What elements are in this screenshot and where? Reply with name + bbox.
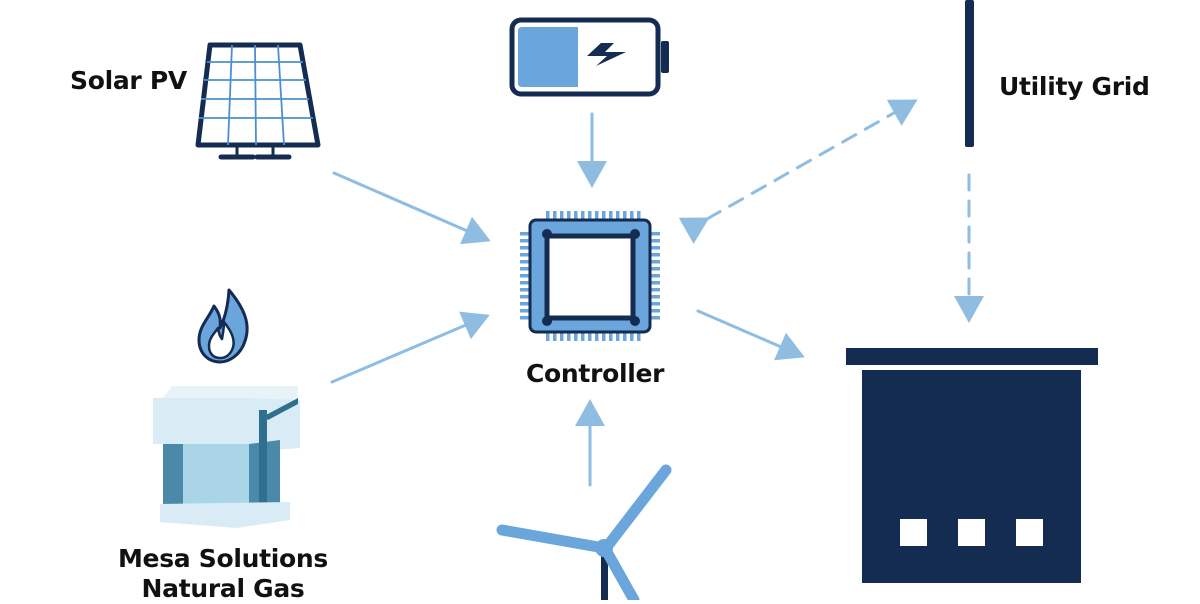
- natural-gas-generator-icon: [153, 386, 300, 528]
- chip-pin: [623, 211, 627, 221]
- arrow-gas-to-controller: [330, 311, 490, 384]
- arrow-grid-controller-bidirectional: [678, 99, 918, 244]
- facility-building-icon: [846, 348, 1098, 583]
- natural-gas-label: Mesa Solutions Natural Gas: [104, 544, 342, 604]
- chip-pin: [553, 331, 557, 341]
- chip-pin: [630, 331, 634, 341]
- utility-grid-label: Utility Grid: [999, 72, 1150, 101]
- chip-pin: [649, 295, 660, 299]
- chip-pin: [574, 331, 578, 341]
- chip-pin: [546, 331, 550, 341]
- wind-turbine-icon: [496, 464, 672, 600]
- chip-pin: [616, 331, 620, 341]
- chip-pin: [520, 232, 531, 236]
- chip-pin: [520, 239, 531, 243]
- flame-icon: [197, 288, 249, 364]
- chip-pin: [520, 302, 531, 306]
- chip-pin: [520, 267, 531, 271]
- chip-pin: [649, 239, 660, 243]
- chip-pin: [520, 260, 531, 264]
- chip-pin: [649, 246, 660, 250]
- chip-pin: [649, 274, 660, 278]
- controller-label: Controller: [526, 359, 665, 388]
- chip-pin: [649, 267, 660, 271]
- natural-gas-label-line2: Natural Gas: [141, 574, 305, 603]
- chip-pin: [588, 331, 592, 341]
- chip-pin: [649, 316, 660, 320]
- chip-pin: [520, 253, 531, 257]
- chip-pin: [649, 232, 660, 236]
- chip-pin: [520, 274, 531, 278]
- chip-pin: [520, 246, 531, 250]
- battery-icon: [509, 17, 669, 97]
- chip-pin: [602, 211, 606, 221]
- chip-pin: [637, 211, 641, 221]
- chip-pin: [567, 211, 571, 221]
- chip-pin: [520, 316, 531, 320]
- chip-pin: [520, 281, 531, 285]
- chip-pin: [609, 211, 613, 221]
- utility-pole-icon: [965, 0, 974, 147]
- chip-pin: [553, 211, 557, 221]
- chip-pin: [649, 281, 660, 285]
- chip-pin: [649, 260, 660, 264]
- chip-pin: [637, 331, 641, 341]
- chip-pin: [649, 253, 660, 257]
- chip-pin: [546, 211, 550, 221]
- chip-pin: [567, 331, 571, 341]
- chip-pin: [588, 211, 592, 221]
- chip-pin: [649, 288, 660, 292]
- chip-pin: [520, 288, 531, 292]
- chip-pin: [520, 309, 531, 313]
- chip-pin: [595, 211, 599, 221]
- chip-pin: [616, 211, 620, 221]
- chip-pin: [581, 211, 585, 221]
- chip-pin: [520, 295, 531, 299]
- chip-pin: [630, 211, 634, 221]
- chip-pin: [649, 302, 660, 306]
- chip-pin: [602, 331, 606, 341]
- chip-pin: [560, 331, 564, 341]
- solar-panel-icon: [195, 42, 321, 160]
- arrow-controller-to-facility: [696, 309, 805, 361]
- chip-pin: [623, 331, 627, 341]
- chip-pins-left: [520, 232, 531, 320]
- flow-arrows: [330, 99, 984, 487]
- chip-pin: [574, 211, 578, 221]
- chip-pin: [609, 331, 613, 341]
- chip-pin: [649, 309, 660, 313]
- chip-pins-top: [546, 211, 641, 221]
- solar-pv-label: Solar PV: [70, 66, 187, 95]
- chip-pin: [595, 331, 599, 341]
- natural-gas-label-line1: Mesa Solutions: [117, 544, 328, 573]
- chip-pins-bottom: [546, 331, 641, 341]
- chip-pins-right: [649, 232, 660, 320]
- chip-pin: [581, 331, 585, 341]
- chip-pin: [560, 211, 564, 221]
- microchip-icon: [520, 211, 660, 341]
- arrow-solar-to-controller: [332, 171, 491, 245]
